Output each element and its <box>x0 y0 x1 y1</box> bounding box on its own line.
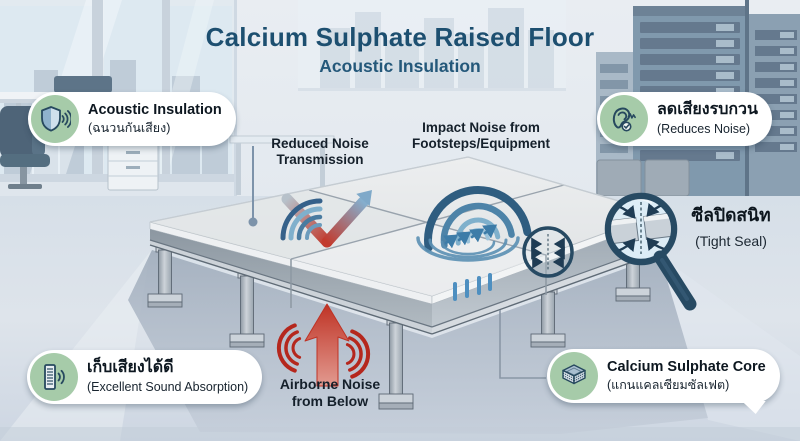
ear-check-icon <box>600 95 648 143</box>
reflection-sound-waves <box>280 198 323 241</box>
label-reduced-noise: Reduced Noise Transmission <box>271 136 369 167</box>
callout-reduces-noise: ลดเสียงรบกวน (Reduces Noise) <box>597 92 772 146</box>
connector-line-acoustic <box>248 146 258 227</box>
magnified-seal-panels <box>611 212 671 245</box>
callout-title: ลดเสียงรบกวน <box>657 101 758 119</box>
connector-line-core <box>499 310 546 379</box>
callout-calcium-core: Calcium Sulphate Core (แกนแคลเซียมซัลเฟต… <box>547 349 780 414</box>
callout-subtitle: (แกนแคลเซียมซัลเฟต) <box>607 378 730 393</box>
back-table <box>229 135 335 195</box>
v-bounce-arrow <box>280 190 372 248</box>
callout-acoustic-insulation: Acoustic Insulation (ฉนวนกันเสียง) <box>28 92 236 146</box>
seam-detail-circle <box>522 226 574 278</box>
callout-subtitle: (ฉนวนกันเสียง) <box>88 121 171 136</box>
pedestal <box>229 272 265 348</box>
core-layers-icon <box>550 352 598 400</box>
red-sound-waves <box>276 323 371 379</box>
label-impact-noise: Impact Noise from Footsteps/Equipment <box>412 120 550 151</box>
callout-title: Calcium Sulphate Core <box>607 359 766 376</box>
center-window-skyline <box>298 0 566 91</box>
callout-title: Acoustic Insulation <box>88 102 222 119</box>
absorber-panel-icon <box>30 353 78 401</box>
absorbed-noise-bars <box>453 273 492 301</box>
callout-sound-absorption: เก็บเสียงได้ดี (Excellent Sound Absorpti… <box>27 350 263 404</box>
magnifier-icon <box>604 192 697 311</box>
airborne-noise-arrow <box>276 303 371 387</box>
callout-subtitle: (Excellent Sound Absorption) <box>87 380 249 395</box>
label-tight-seal-th: ซีลปิดสนิท <box>691 205 771 225</box>
shield-sound-icon <box>31 95 79 143</box>
label-airborne-noise: Airborne Noise from Below <box>279 376 381 409</box>
impact-noise-waves <box>416 186 532 262</box>
callout-title: เก็บเสียงได้ดี <box>87 359 174 377</box>
callout-subtitle: (Reduces Noise) <box>657 122 751 137</box>
label-tight-seal-en: (Tight Seal) <box>695 233 767 249</box>
noise-crossing-dashes <box>443 224 498 249</box>
